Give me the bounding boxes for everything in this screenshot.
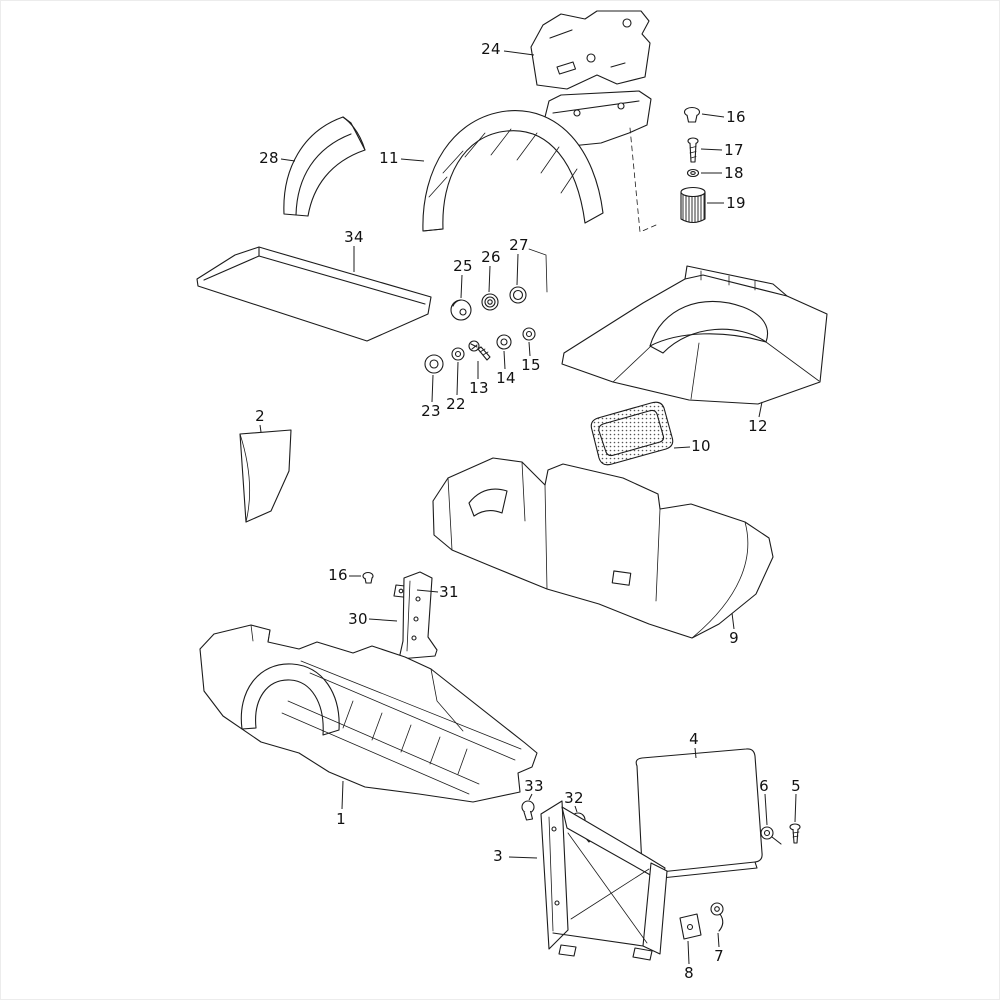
part-28-arch-trim <box>283 116 366 217</box>
part-11-wheel-housing-liner <box>422 90 652 232</box>
leader-line-24 <box>503 50 535 56</box>
part-27-grommet <box>509 286 527 304</box>
part-13-screw <box>468 340 491 361</box>
leader-line-6 <box>764 793 768 826</box>
part-6-grommet <box>760 826 782 845</box>
part-34-sill-strip <box>196 246 432 342</box>
leader-line-14 <box>503 350 506 370</box>
part-17-screw <box>687 137 699 163</box>
leader-line-28 <box>280 158 296 162</box>
leader-line-30 <box>368 618 398 622</box>
leader-line-12 <box>758 401 763 418</box>
part-22-washer <box>451 347 465 361</box>
leader-line-2 <box>259 424 262 433</box>
part-25-cap <box>450 299 472 321</box>
leader-line-1 <box>341 780 344 810</box>
leader-line-22 <box>456 361 459 396</box>
part-2-trim-piece <box>239 429 292 523</box>
leader-line-11 <box>400 158 425 162</box>
leader-line-23 <box>431 374 434 403</box>
leader-line-31 <box>416 589 439 593</box>
leader-line-33 <box>528 793 533 801</box>
part-5-screw <box>789 823 801 844</box>
leader-line-10 <box>673 446 691 449</box>
leader-line-26 <box>488 265 491 293</box>
leader-line-9 <box>731 612 735 630</box>
part-26-grommet <box>481 293 499 311</box>
part-4-panel <box>635 748 763 880</box>
leader-line-3 <box>508 856 538 859</box>
part-8-pad <box>679 913 702 940</box>
part-23-grommet <box>424 354 444 374</box>
part-16-push-clip-2 <box>362 571 374 584</box>
part-30-pillar-trim <box>398 571 438 660</box>
part-14-sleeve <box>496 334 512 350</box>
leader-lines <box>259 50 797 965</box>
leader-line-8 <box>687 940 690 965</box>
leader-line-27 <box>516 253 519 286</box>
leader-line-17 <box>700 148 723 151</box>
reference-lines <box>528 127 657 293</box>
leader-line-32 <box>574 805 578 813</box>
part-16-push-clip <box>683 106 701 123</box>
leader-line-5 <box>794 793 797 823</box>
part-24-bracket-panel <box>530 10 651 90</box>
leader-line-25 <box>460 274 463 299</box>
part-18-washer <box>686 168 700 178</box>
part-15-washer <box>522 327 536 341</box>
leader-line-16 <box>701 113 725 118</box>
part-10-damping-mat <box>590 401 674 466</box>
part-19-foam-sleeve <box>680 186 706 224</box>
leader-line-15 <box>528 341 531 357</box>
part-9-floor-carpet <box>432 457 774 639</box>
part-1-floor-pan <box>199 624 538 803</box>
part-12-rear-carpet <box>561 265 828 405</box>
part-7-clip <box>710 902 724 932</box>
part-33-plug <box>521 800 535 821</box>
leader-line-4 <box>694 747 697 759</box>
part-3-support-frame <box>540 800 668 961</box>
leader-line-7 <box>717 932 720 948</box>
